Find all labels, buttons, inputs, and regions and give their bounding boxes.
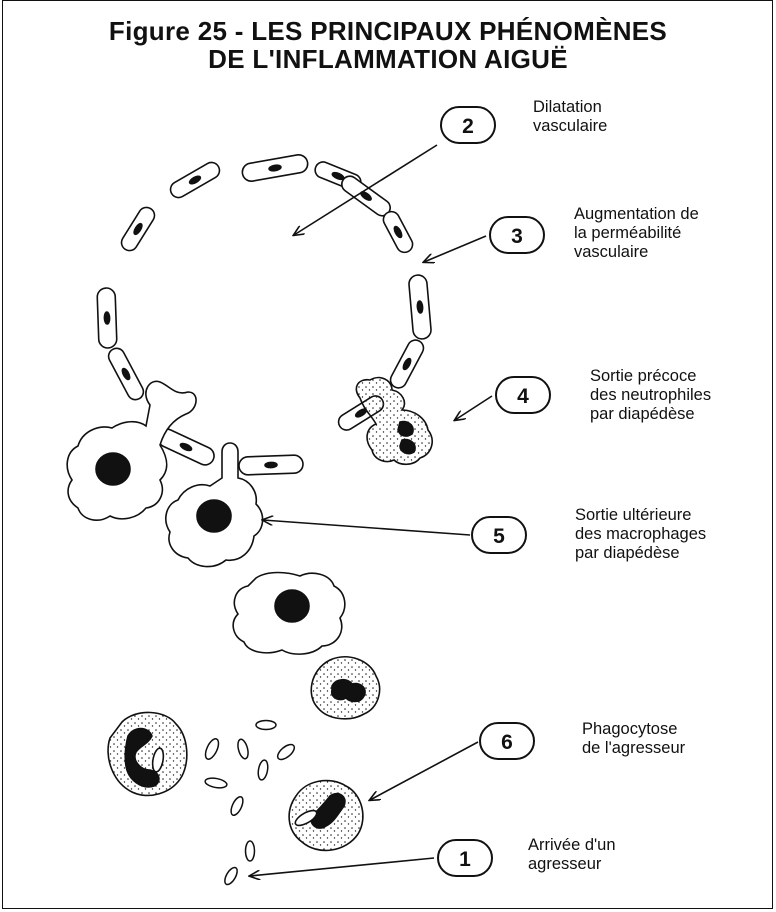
badge-number-1: 1 xyxy=(459,848,471,871)
neutrophil-cell xyxy=(288,779,364,852)
arrow-4 xyxy=(455,395,493,420)
badge-number-2: 2 xyxy=(462,115,474,138)
badge-number-5: 5 xyxy=(493,525,505,548)
arrow-3 xyxy=(424,235,487,262)
label-step-6-line1: Phagocytose xyxy=(582,720,678,738)
endothelial-cell xyxy=(96,287,118,349)
badge-5 xyxy=(471,516,527,554)
endothelial-cell xyxy=(120,206,156,252)
label-step-2: Dilatation vasculaire xyxy=(533,98,607,136)
label-step-4-line2: des neutrophiles xyxy=(590,386,712,404)
arrows xyxy=(250,144,493,876)
label-step-4-line3: par diapédèse xyxy=(590,405,695,423)
badge-number-4: 4 xyxy=(517,385,529,408)
label-step-4: Sortie précoce des neutrophiles par diap… xyxy=(590,367,711,424)
label-step-3-line2: la perméabilité xyxy=(574,224,682,242)
nucleus xyxy=(95,452,131,486)
badge-2 xyxy=(440,106,496,144)
arrow-2 xyxy=(294,144,438,235)
label-step-5-line2: des macrophages xyxy=(575,525,707,543)
badge-3 xyxy=(489,216,545,254)
macrophage-cell xyxy=(66,380,197,521)
bacteria-group xyxy=(204,719,296,886)
label-step-5-line1: Sortie ultérieure xyxy=(575,506,692,524)
label-step-5-line3: par diapédèse xyxy=(575,544,680,562)
figure-title-line1: Figure 25 - LES PRINCIPAUX PHÉNOMÈNES xyxy=(108,16,668,46)
arrow-5 xyxy=(263,520,471,536)
badge-4 xyxy=(495,376,551,414)
arrow-1 xyxy=(250,857,435,876)
label-step-3-line3: vasculaire xyxy=(574,243,649,261)
arrow-6 xyxy=(370,741,479,800)
label-step-5: Sortie ultérieure des macrophages par di… xyxy=(575,506,706,563)
badge-number-6: 6 xyxy=(501,731,513,754)
endothelial-cell xyxy=(389,339,425,389)
neutrophil-cell xyxy=(310,656,381,720)
neutrophil-cell xyxy=(355,376,433,466)
label-step-6-line2: de l'agresseur xyxy=(582,739,686,757)
badge-1 xyxy=(437,839,493,877)
label-step-2-line2: vasculaire xyxy=(533,117,608,135)
label-step-2-line1: Dilatation xyxy=(533,98,602,116)
blood-vessel-wall xyxy=(96,154,432,476)
macrophage-cell xyxy=(165,442,264,568)
figure-title-line2: DE L'INFLAMMATION AIGUË xyxy=(208,44,568,74)
label-step-1-line2: agresseur xyxy=(528,855,602,873)
label-step-1: Arrivée d'un agresseur xyxy=(528,836,616,874)
nucleus xyxy=(274,589,310,623)
label-step-3-line1: Augmentation de xyxy=(574,205,699,223)
endothelial-cell xyxy=(169,161,221,199)
macrophage-cell xyxy=(232,571,346,655)
label-step-1-line1: Arrivée d'un xyxy=(528,836,616,854)
endothelial-cell xyxy=(238,454,304,476)
endothelial-cell xyxy=(157,428,215,466)
neutrophil-cell xyxy=(107,711,188,797)
endothelial-cell xyxy=(241,154,309,182)
badge-6 xyxy=(479,722,535,760)
nucleus xyxy=(196,499,232,533)
endothelial-cell xyxy=(408,274,432,340)
endothelial-cell xyxy=(341,175,391,217)
badge-number-3: 3 xyxy=(511,225,523,248)
label-step-4-line1: Sortie précoce xyxy=(590,367,697,385)
endothelial-cell xyxy=(382,210,414,254)
endothelial-cell xyxy=(107,347,145,401)
label-step-6: Phagocytose de l'agresseur xyxy=(582,720,685,758)
step-badges xyxy=(437,106,551,877)
label-step-3: Augmentation de la perméabilité vasculai… xyxy=(574,205,699,262)
